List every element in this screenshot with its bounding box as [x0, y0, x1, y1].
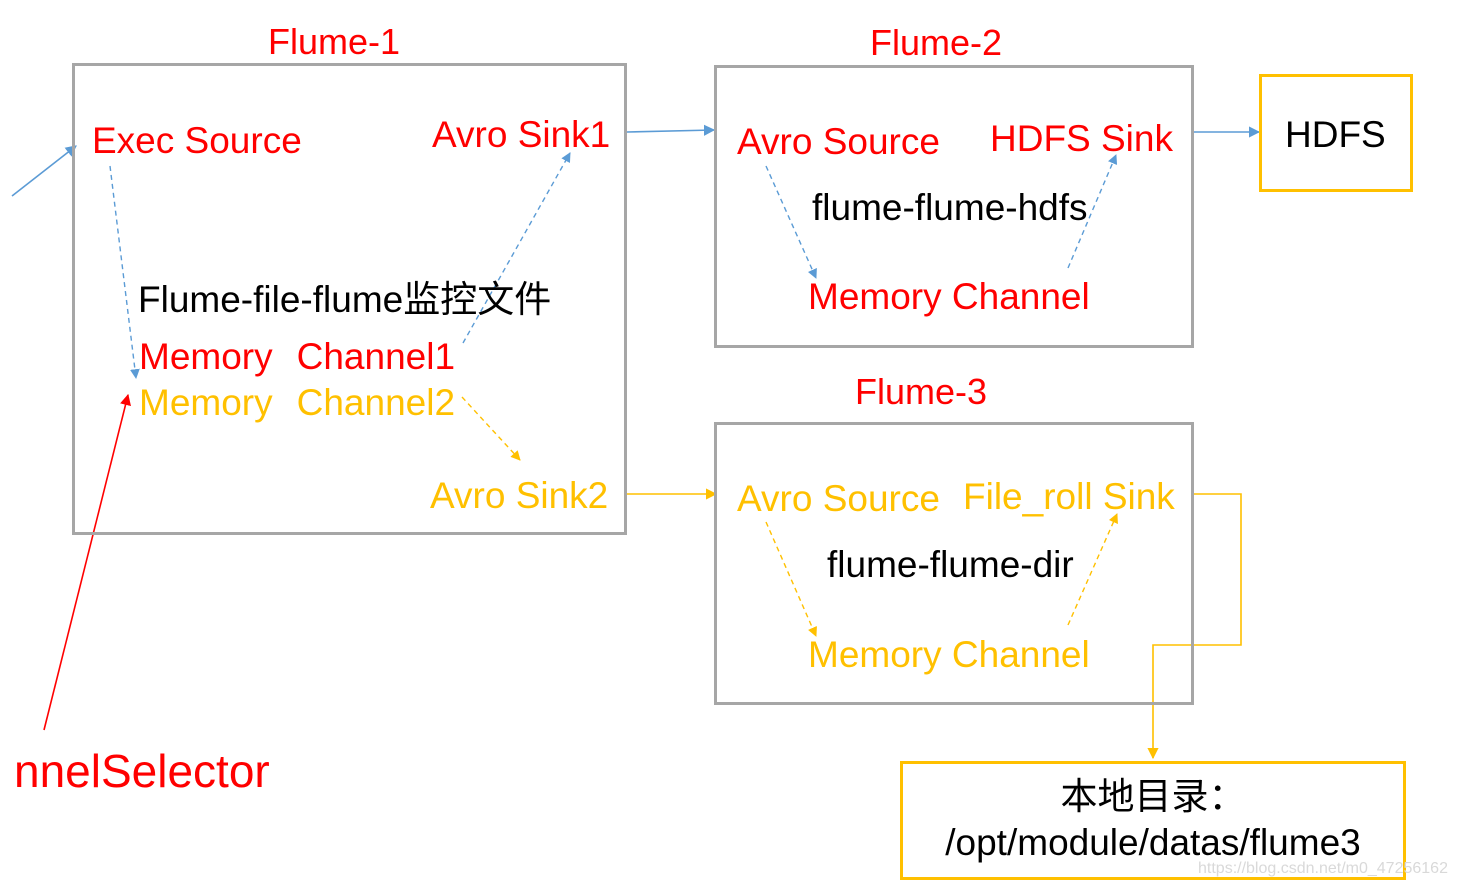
hdfs-box	[1259, 74, 1413, 192]
flume1-avro-sink2: Avro Sink2	[430, 475, 609, 516]
hdfs-label: HDFS	[1285, 114, 1386, 155]
file-roll-to-local-dir-connector	[1147, 493, 1242, 760]
local-dir-path: /opt/module/datas/flume3	[945, 822, 1361, 863]
flume2-hdfs-sink: HDFS Sink	[990, 118, 1173, 159]
channel2-word2: Channel2	[296, 382, 456, 423]
flume2-avro-source: Avro Source	[737, 121, 940, 162]
flume2-agent-box	[714, 65, 1194, 348]
flume3-description: flume-flume-dir	[827, 544, 1074, 585]
local-dir-label: 本地目录：	[1060, 776, 1246, 817]
flume1-description: Flume-file-flume监控文件	[138, 279, 552, 320]
flume3-agent-box	[714, 422, 1194, 705]
flume1-agent-box	[72, 63, 627, 535]
flume1-avro-sink1: Avro Sink1	[432, 114, 611, 155]
channel1-word2: Channel1	[296, 336, 456, 377]
f3-source-to-channel-arrow	[765, 521, 817, 637]
flume2-description: flume-flume-hdfs	[812, 187, 1088, 228]
flume1-title: Flume-1	[268, 21, 401, 62]
f3-channel-to-sink-arrow	[1067, 513, 1118, 626]
flume3-file-roll-sink: File_roll Sink	[963, 476, 1175, 517]
channel2-word1: Memory	[139, 382, 273, 423]
f2-source-to-channel-arrow	[765, 165, 817, 279]
local-dir-box	[900, 761, 1406, 880]
sink1-to-flume2-arrow	[626, 124, 716, 136]
f2-channel-to-sink-arrow	[1067, 154, 1118, 269]
flume3-memory-channel: Memory Channel	[808, 634, 1090, 675]
selector-to-channel2-arrow	[43, 393, 131, 731]
channel1-to-sink1-arrow	[462, 152, 571, 344]
flume3-title: Flume-3	[855, 371, 988, 412]
flume1-memory-channel2: Memory Channel2	[139, 383, 455, 423]
flume1-memory-channel1: Memory Channel1	[139, 337, 455, 377]
input-arrow	[11, 145, 77, 197]
flume1-exec-source: Exec Source	[92, 120, 302, 161]
flume3-avro-source: Avro Source	[737, 478, 940, 519]
channel1-word1: Memory	[139, 336, 273, 377]
channel-selector-label: nnelSelector	[14, 745, 270, 797]
flume2-memory-channel: Memory Channel	[808, 276, 1090, 317]
watermark: https://blog.csdn.net/m0_47256162	[1198, 860, 1448, 877]
flume2-title: Flume-2	[870, 22, 1003, 63]
